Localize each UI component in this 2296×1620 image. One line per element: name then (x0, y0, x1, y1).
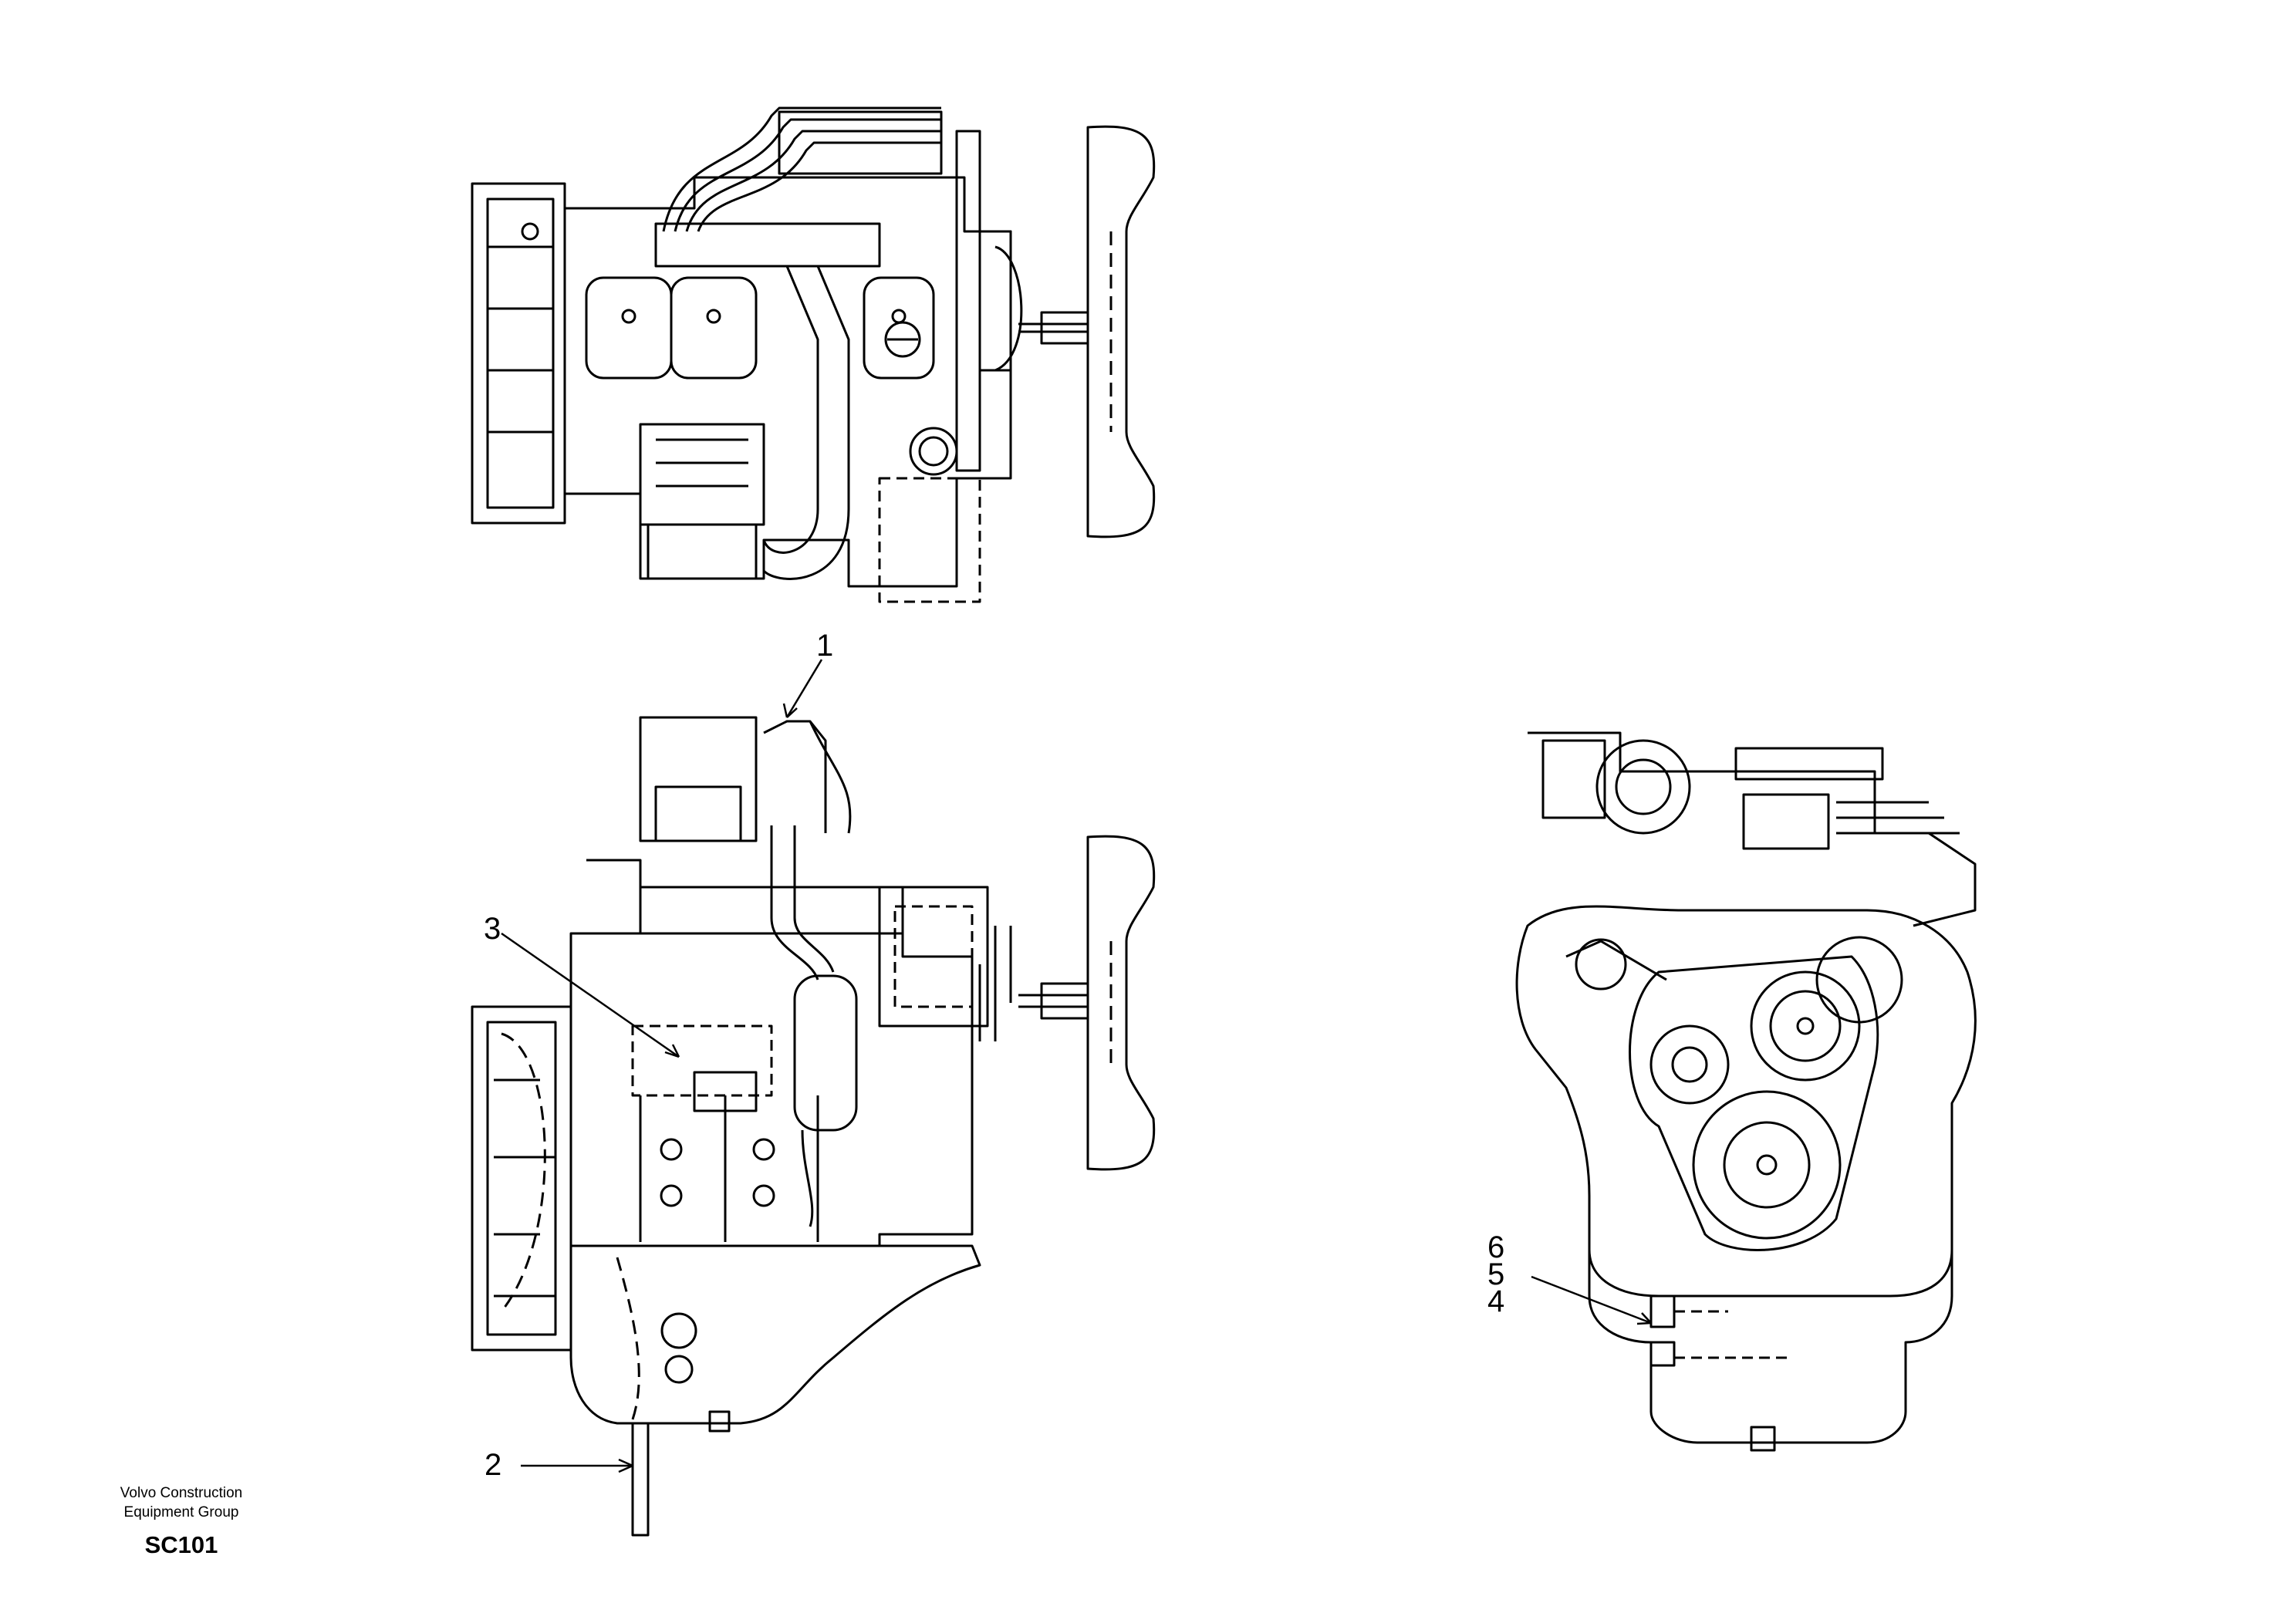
callout-3: 3 (484, 912, 501, 946)
callout-leaders (501, 659, 1652, 1473)
engine-front-view (1515, 731, 1977, 1452)
callout-labels: 1 2 3 4 5 6 (484, 629, 1504, 1482)
company-name-line-1: Volvo Construction (120, 1485, 243, 1501)
callout-5: 5 (1487, 1257, 1504, 1291)
callout-4: 4 (1487, 1284, 1504, 1318)
callout-2: 2 (485, 1448, 501, 1482)
company-name-line-2: Equipment Group (123, 1504, 239, 1520)
callout-1: 1 (816, 629, 833, 663)
engine-top-view (471, 106, 1156, 603)
engine-side-view (471, 716, 1156, 1537)
callout-6: 6 (1487, 1230, 1504, 1264)
drawing-code: SC101 (144, 1531, 218, 1558)
